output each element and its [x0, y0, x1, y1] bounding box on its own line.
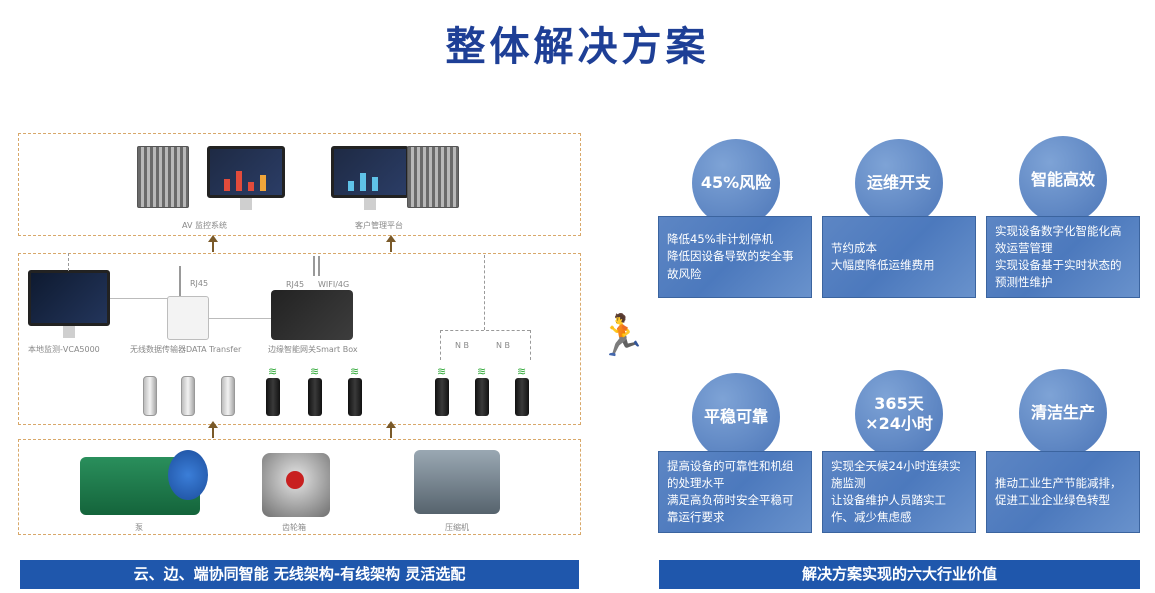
- wireless-sensor-icon: [308, 378, 322, 416]
- page-title: 整体解决方案: [445, 24, 710, 70]
- right-banner: 解决方案实现的六大行业价值: [659, 560, 1140, 589]
- server-rack-icon: [137, 146, 189, 208]
- wired-sensor-icon: [181, 376, 195, 416]
- value-box: 降低45%非计划停机 降低因设备导致的安全事故风险: [658, 216, 812, 298]
- value-box: 实现全天候24小时连续实施监测 让设备维护人员踏实工作、减少焦虑感: [822, 451, 976, 533]
- value-line: 降低45%非计划停机: [667, 232, 774, 247]
- running-person-icon: 🏃: [597, 313, 647, 359]
- nb-sensor-icon: [475, 378, 489, 416]
- value-title: 365天 ×24小时: [855, 370, 943, 458]
- wifi-4g-label: WIFI/4G: [318, 280, 350, 289]
- wifi-icon: ≋: [477, 365, 487, 378]
- value-line: 节约成本: [831, 240, 877, 255]
- nb-label: N B: [455, 341, 470, 350]
- gearbox-label: 齿轮箱: [282, 523, 306, 532]
- value-line: 降低因设备导致的安全事故风险: [667, 249, 794, 281]
- left-banner: 云、边、端协同智能 无线架构-有线架构 灵活选配: [20, 560, 579, 589]
- av-system-label: AV 监控系统: [182, 221, 227, 230]
- smart-box-gateway-icon: [271, 290, 353, 340]
- rj45-label: RJ45: [190, 279, 209, 288]
- value-box: 节约成本 大幅度降低运维费用: [822, 216, 976, 298]
- vca-monitor-icon: [28, 270, 110, 326]
- edge-zone: [18, 253, 581, 425]
- client-platform-label: 客户管理平台: [355, 221, 403, 230]
- equipment-zone: [18, 439, 581, 535]
- up-arrow-icon: [208, 421, 218, 438]
- value-title: 45%风险: [692, 139, 780, 227]
- pump-impeller-icon: [168, 450, 208, 500]
- wired-sensor-icon: [143, 376, 157, 416]
- value-title: 清洁生产: [1019, 369, 1107, 457]
- server-rack-icon: [407, 146, 459, 208]
- monitor-icon: [207, 146, 285, 198]
- value-title: 智能高效: [1019, 136, 1107, 224]
- value-box: 提高设备的可靠性和机组的处理水平 满足高负荷时安全平稳可靠运行要求: [658, 451, 812, 533]
- vca-label: 本地监测-VCA5000: [28, 345, 100, 354]
- up-arrow-icon: [386, 235, 396, 252]
- rj45-label: RJ45: [286, 280, 305, 289]
- value-title: 运维开支: [855, 139, 943, 227]
- up-arrow-icon: [208, 235, 218, 252]
- wifi-icon: ≋: [268, 365, 278, 378]
- value-box: 实现设备数字化智能化高效运营管理 实现设备基于实时状态的预测性维护: [986, 216, 1140, 298]
- value-line: 实现设备数字化智能化高效运营管理: [995, 223, 1122, 255]
- wifi-icon: ≋: [310, 365, 320, 378]
- data-transfer-label: 无线数据传输器DATA Transfer: [130, 345, 242, 354]
- cloud-zone: [18, 133, 581, 236]
- wifi-icon: ≋: [517, 365, 527, 378]
- pump-label: 泵: [135, 523, 143, 532]
- wireless-sensor-icon: [348, 378, 362, 416]
- wifi-icon: ≋: [437, 365, 447, 378]
- wifi-icon: ≋: [350, 365, 360, 378]
- smart-box-label: 边缘智能网关Smart Box: [268, 345, 358, 354]
- wireless-sensor-icon: [266, 378, 280, 416]
- value-line: 让设备维护人员踏实工作、减少焦虑感: [831, 493, 946, 525]
- value-line: 实现设备基于实时状态的预测性维护: [995, 258, 1122, 290]
- compressor-label: 压缩机: [445, 523, 469, 532]
- nb-label: N B: [496, 341, 511, 350]
- wired-sensor-icon: [221, 376, 235, 416]
- up-arrow-icon: [386, 421, 396, 438]
- value-line: 大幅度降低运维费用: [831, 258, 935, 272]
- value-line: 提高设备的可靠性和机组的处理水平: [667, 458, 794, 490]
- value-box: 推动工业生产节能减排，促进工业企业绿色转型: [986, 451, 1140, 533]
- value-title: 平稳可靠: [692, 373, 780, 461]
- nb-sensor-icon: [435, 378, 449, 416]
- compressor-icon: [414, 450, 500, 514]
- value-line: 满足高负荷时安全平稳可靠运行要求: [667, 493, 794, 525]
- nb-sensor-icon: [515, 378, 529, 416]
- monitor-icon: [331, 146, 409, 198]
- value-line: 实现全天候24小时连续实施监测: [831, 458, 961, 490]
- data-transfer-icon: [167, 296, 209, 340]
- value-line: 推动工业生产节能减排，促进工业企业绿色转型: [995, 475, 1122, 507]
